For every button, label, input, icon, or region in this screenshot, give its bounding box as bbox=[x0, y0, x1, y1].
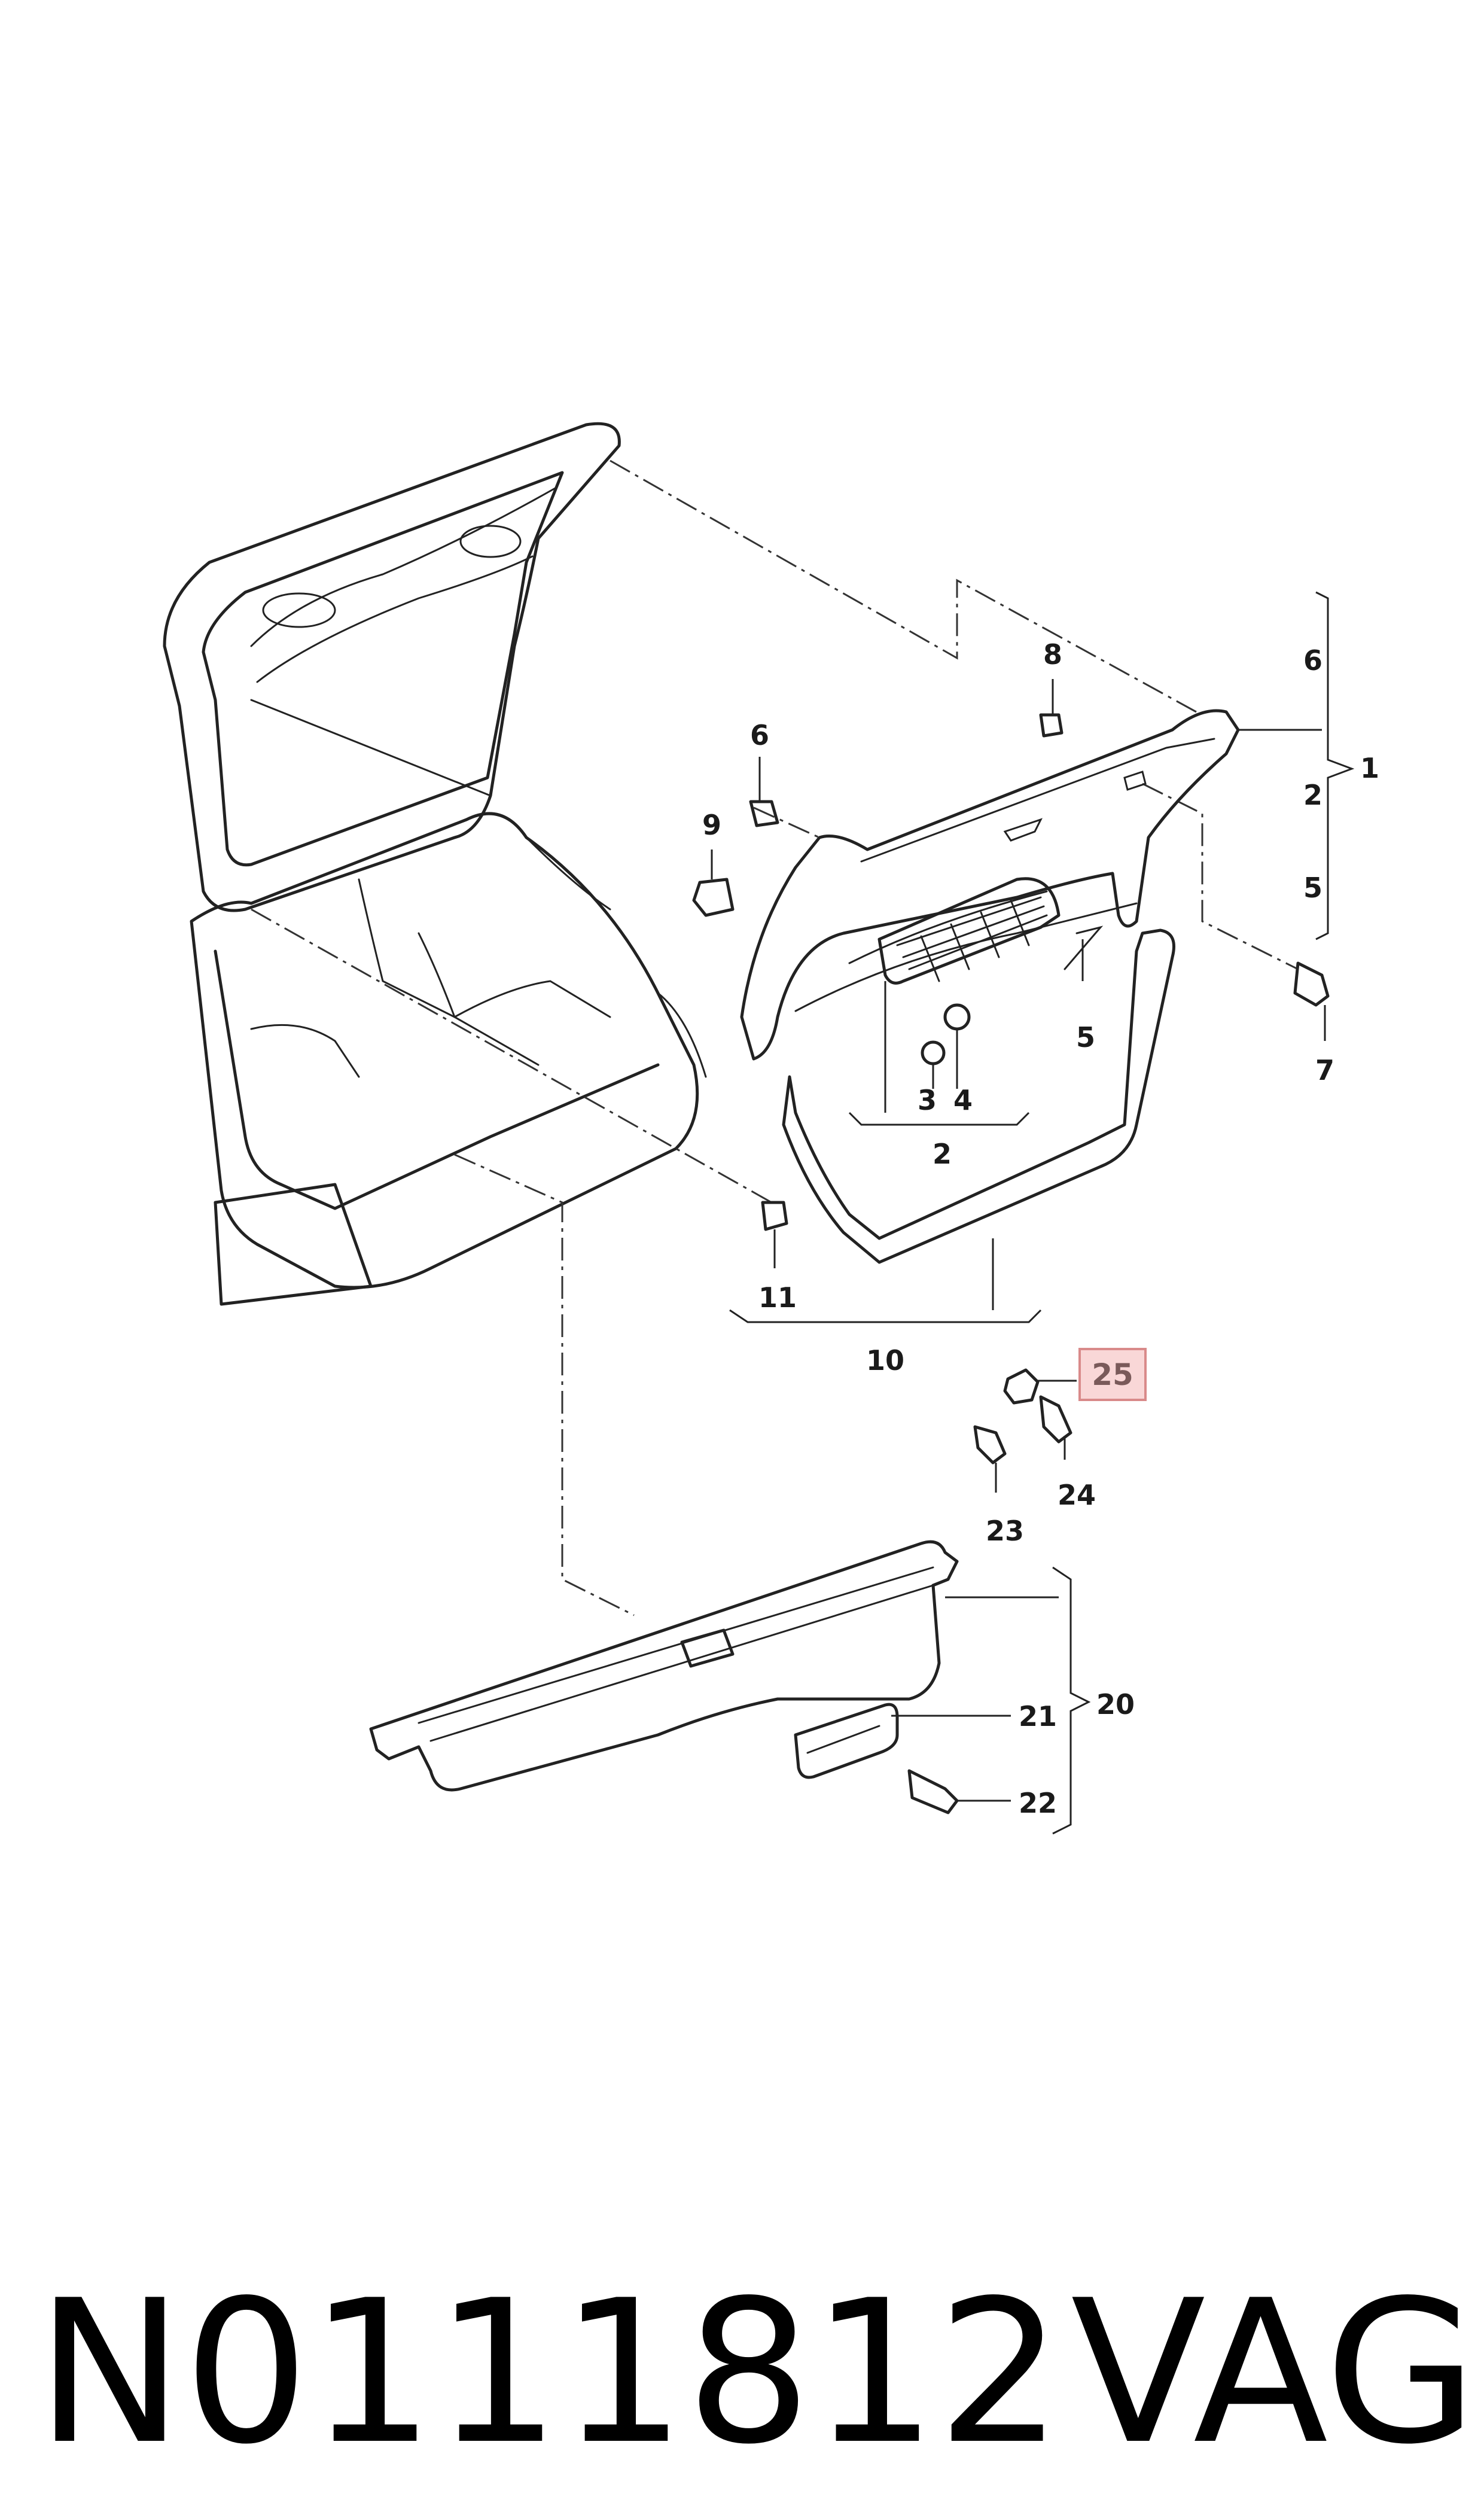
brand-name: VAG bbox=[1071, 2258, 1477, 2487]
luggage-compartment-cover bbox=[369, 1540, 959, 1792]
clip-8 bbox=[1039, 713, 1064, 738]
callout-4: 4 bbox=[953, 1084, 973, 1116]
screw-24 bbox=[1039, 1395, 1072, 1444]
callout-23: 23 bbox=[986, 1515, 1024, 1547]
callout-20: 20 bbox=[1096, 1688, 1135, 1721]
callout-5-upper: 5 bbox=[1303, 872, 1323, 904]
clip-4 bbox=[943, 1003, 971, 1031]
callout-9: 9 bbox=[702, 809, 721, 841]
callout-6-upper: 6 bbox=[1303, 644, 1323, 677]
callout-22: 22 bbox=[1019, 1787, 1057, 1819]
callout-21: 21 bbox=[1019, 1700, 1057, 1733]
cargo-net bbox=[877, 877, 1061, 985]
clip-3 bbox=[921, 1040, 946, 1065]
callout-25: 25 bbox=[1092, 1357, 1133, 1392]
screw-23 bbox=[973, 1425, 1007, 1464]
clip-6 bbox=[749, 800, 779, 827]
callout-2-upper: 2 bbox=[1303, 779, 1323, 811]
clip-9 bbox=[692, 878, 735, 917]
callout-5-lower: 5 bbox=[1076, 1021, 1095, 1054]
callout-10: 10 bbox=[866, 1344, 904, 1377]
callout-2-lower: 2 bbox=[933, 1138, 952, 1170]
screw-7 bbox=[1293, 961, 1330, 1007]
tailgate-trim-panel bbox=[740, 709, 1240, 1061]
screw-22 bbox=[907, 1769, 959, 1814]
cover-handle bbox=[794, 1703, 899, 1779]
callout-1: 1 bbox=[1360, 752, 1379, 784]
part-number: N0111812 bbox=[36, 2258, 1063, 2487]
callout-6-clip: 6 bbox=[750, 719, 769, 751]
callout-3: 3 bbox=[918, 1084, 937, 1116]
callout-25-highlight bbox=[1078, 1348, 1147, 1401]
callout-labels: 6 2 5 1 8 6 9 7 5 3 4 2 11 10 25 24 23 2… bbox=[702, 638, 1379, 1819]
callout-11: 11 bbox=[758, 1281, 797, 1314]
callout-7: 7 bbox=[1315, 1054, 1334, 1086]
tailgate-lower-trim-frame bbox=[782, 925, 1175, 1264]
callout-8: 8 bbox=[1043, 638, 1062, 671]
assembly-lines bbox=[251, 459, 1299, 1616]
nut-25 bbox=[1003, 1368, 1040, 1405]
car-rear-body-drawing bbox=[163, 422, 707, 1306]
footer: N0111812 VAG bbox=[36, 2258, 1477, 2487]
callout-24: 24 bbox=[1058, 1479, 1096, 1511]
leader-lines bbox=[711, 591, 1355, 1835]
clip-11 bbox=[761, 1201, 788, 1231]
